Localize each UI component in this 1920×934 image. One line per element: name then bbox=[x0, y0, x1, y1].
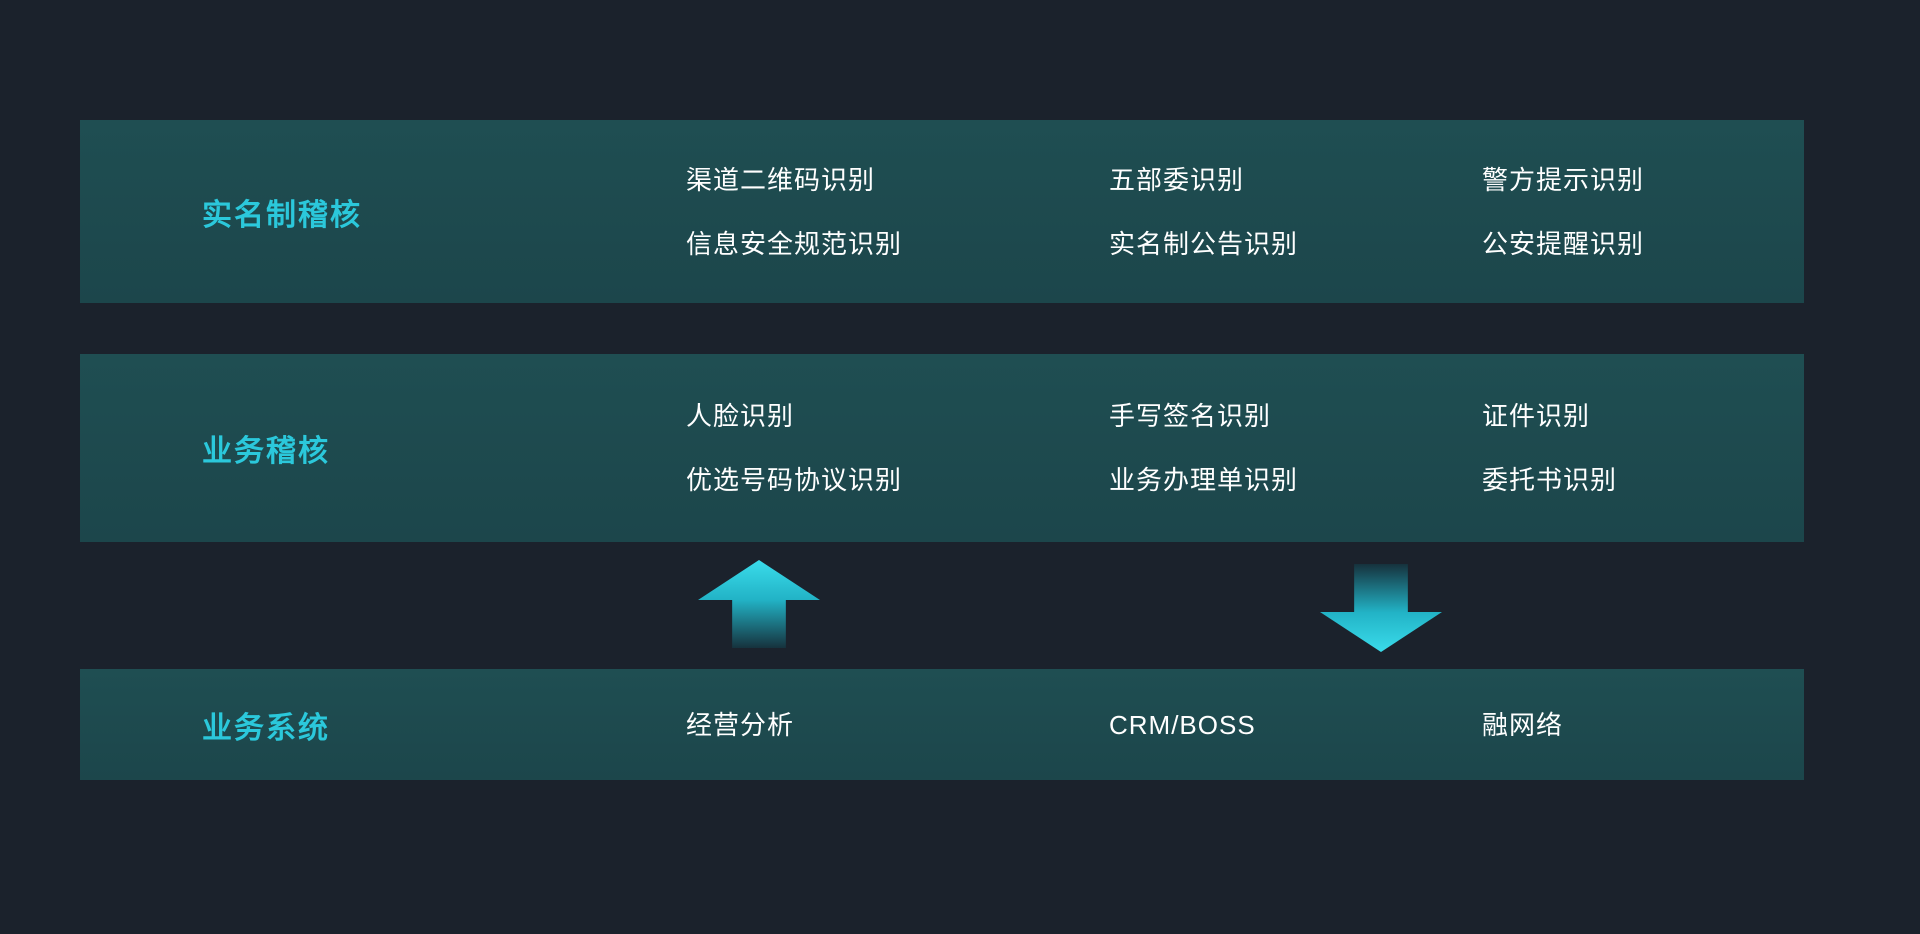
band-business-audit: 业务稽核 人脸识别 优选号码协议识别 手写签名识别 业务办理单识别 证件识别 委… bbox=[80, 354, 1804, 542]
system-item: 经营分析 bbox=[686, 709, 795, 740]
audit-item: 五部委识别 bbox=[1109, 164, 1245, 195]
band-realname-col-3: 警方提示识别 公安提醒识别 bbox=[1482, 167, 1804, 257]
audit-item: 业务办理单识别 bbox=[1109, 465, 1299, 495]
audit-item: 优选号码协议识别 bbox=[686, 465, 903, 495]
up-arrow-icon bbox=[698, 560, 820, 648]
audit-item: 手写签名识别 bbox=[1109, 401, 1272, 431]
audit-item: 信息安全规范识别 bbox=[686, 228, 903, 259]
band-business-col-3: 证件识别 委托书识别 bbox=[1482, 403, 1804, 493]
audit-item: 委托书识别 bbox=[1482, 465, 1618, 495]
audit-item: 公安提醒识别 bbox=[1482, 228, 1645, 259]
audit-item: 警方提示识别 bbox=[1482, 164, 1645, 195]
band-business-audit-label: 业务稽核 bbox=[202, 435, 330, 468]
system-item: 融网络 bbox=[1482, 709, 1564, 740]
band-realname-col-2: 五部委识别 实名制公告识别 bbox=[1109, 167, 1482, 257]
audit-item: 渠道二维码识别 bbox=[686, 164, 876, 195]
band-systems-col-3: 融网络 bbox=[1482, 712, 1804, 738]
audit-item: 证件识别 bbox=[1482, 401, 1591, 431]
audit-item: 人脸识别 bbox=[686, 401, 795, 431]
system-item: CRM/BOSS bbox=[1109, 709, 1256, 740]
band-business-col-1: 人脸识别 优选号码协议识别 bbox=[686, 403, 1109, 493]
audit-item: 实名制公告识别 bbox=[1109, 228, 1299, 259]
band-business-systems: 业务系统 经营分析 CRM/BOSS 融网络 bbox=[80, 669, 1804, 780]
band-realname-audit-label: 实名制稽核 bbox=[202, 198, 362, 232]
arrow-zone bbox=[0, 542, 1920, 669]
band-realname-col-1: 渠道二维码识别 信息安全规范识别 bbox=[686, 167, 1109, 257]
band-systems-col-2: CRM/BOSS bbox=[1109, 712, 1482, 738]
band-realname-audit: 实名制稽核 渠道二维码识别 信息安全规范识别 五部委识别 实名制公告识别 警方提… bbox=[80, 120, 1804, 303]
band-business-systems-label: 业务系统 bbox=[202, 711, 330, 745]
band-systems-col-1: 经营分析 bbox=[686, 712, 1109, 738]
down-arrow-icon bbox=[1320, 564, 1442, 652]
band-business-col-2: 手写签名识别 业务办理单识别 bbox=[1109, 403, 1482, 493]
